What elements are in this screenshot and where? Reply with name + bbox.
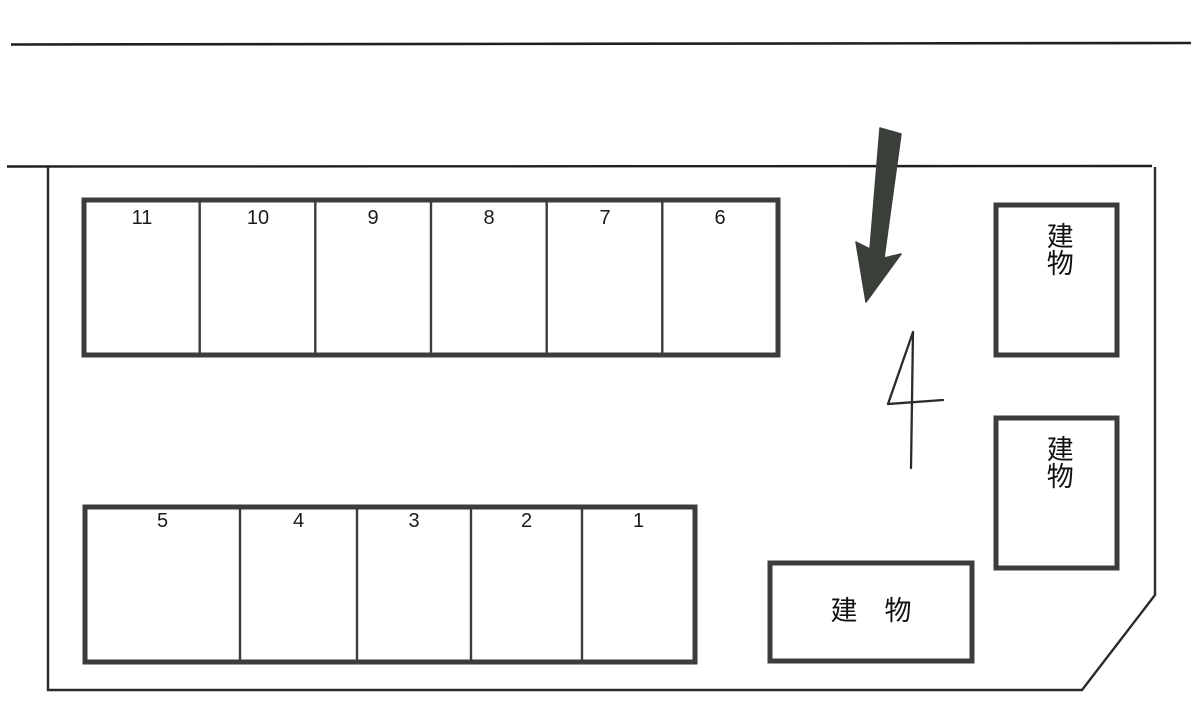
stall-cell-1[interactable]	[582, 507, 695, 662]
stall-number-3[interactable]: 3	[408, 510, 420, 532]
stall-number-11[interactable]: 11	[131, 207, 153, 229]
lower-stall-block	[82, 504, 698, 665]
stall-cell-4[interactable]	[240, 507, 357, 662]
entrance-arrow	[855, 127, 902, 303]
building-outlines	[767, 202, 1120, 664]
building-upper-right-label[interactable]: 建物	[996, 222, 1117, 291]
building-bottom-center-outline	[767, 560, 975, 664]
stall-cell-11[interactable]	[84, 200, 200, 355]
building-lower-right[interactable]	[996, 418, 1117, 568]
stall-number-1[interactable]: 1	[632, 510, 645, 532]
building-bottom-center-label[interactable]: 建 物	[830, 596, 912, 627]
stall-cell-9[interactable]	[315, 200, 431, 355]
building-upper-right[interactable]	[996, 205, 1117, 355]
stall-cell-2[interactable]	[471, 507, 582, 662]
street-corridor	[6, 41, 1192, 168]
stall-number-5[interactable]: 5	[156, 510, 169, 532]
stall-number-4[interactable]: 4	[292, 510, 305, 532]
upper-stall-block	[81, 197, 781, 358]
building-bottom-center[interactable]	[770, 563, 972, 661]
stall-number-9[interactable]: 9	[367, 207, 379, 229]
north-marker	[886, 330, 945, 470]
building-lower-right-label[interactable]: 建物	[996, 435, 1117, 504]
entrance-arrow-icon	[852, 124, 906, 306]
stall-number-8[interactable]: 8	[483, 207, 495, 229]
building-lower-right-text: 建物	[1041, 435, 1073, 489]
upper-stall-dividers	[198, 202, 664, 353]
street-near-edge-line	[6, 164, 1153, 168]
building-upper-right-text: 建物	[1041, 222, 1073, 276]
stall-cell-8[interactable]	[431, 200, 547, 355]
stall-cell-6[interactable]	[662, 200, 778, 355]
street-far-edge-line	[10, 41, 1192, 46]
stall-number-10[interactable]: 10	[246, 207, 270, 229]
entrance-arrow-shape	[855, 127, 902, 303]
stall-number-2[interactable]: 2	[520, 510, 533, 532]
stall-cell-10[interactable]	[200, 200, 315, 355]
stall-number-7[interactable]: 7	[599, 207, 611, 229]
lower-stall-block-outline	[82, 504, 698, 665]
building-upper-right-outline	[993, 202, 1120, 358]
stall-cell-3[interactable]	[357, 507, 471, 662]
stall-cell-5[interactable]	[85, 507, 240, 662]
stall-number-6[interactable]: 6	[714, 207, 726, 229]
property-boundary	[46, 167, 1157, 692]
lower-stall-dividers	[238, 509, 584, 660]
building-lower-right-outline	[993, 415, 1120, 571]
north-marker-icon	[884, 328, 946, 472]
stall-cell-7[interactable]	[547, 200, 662, 355]
